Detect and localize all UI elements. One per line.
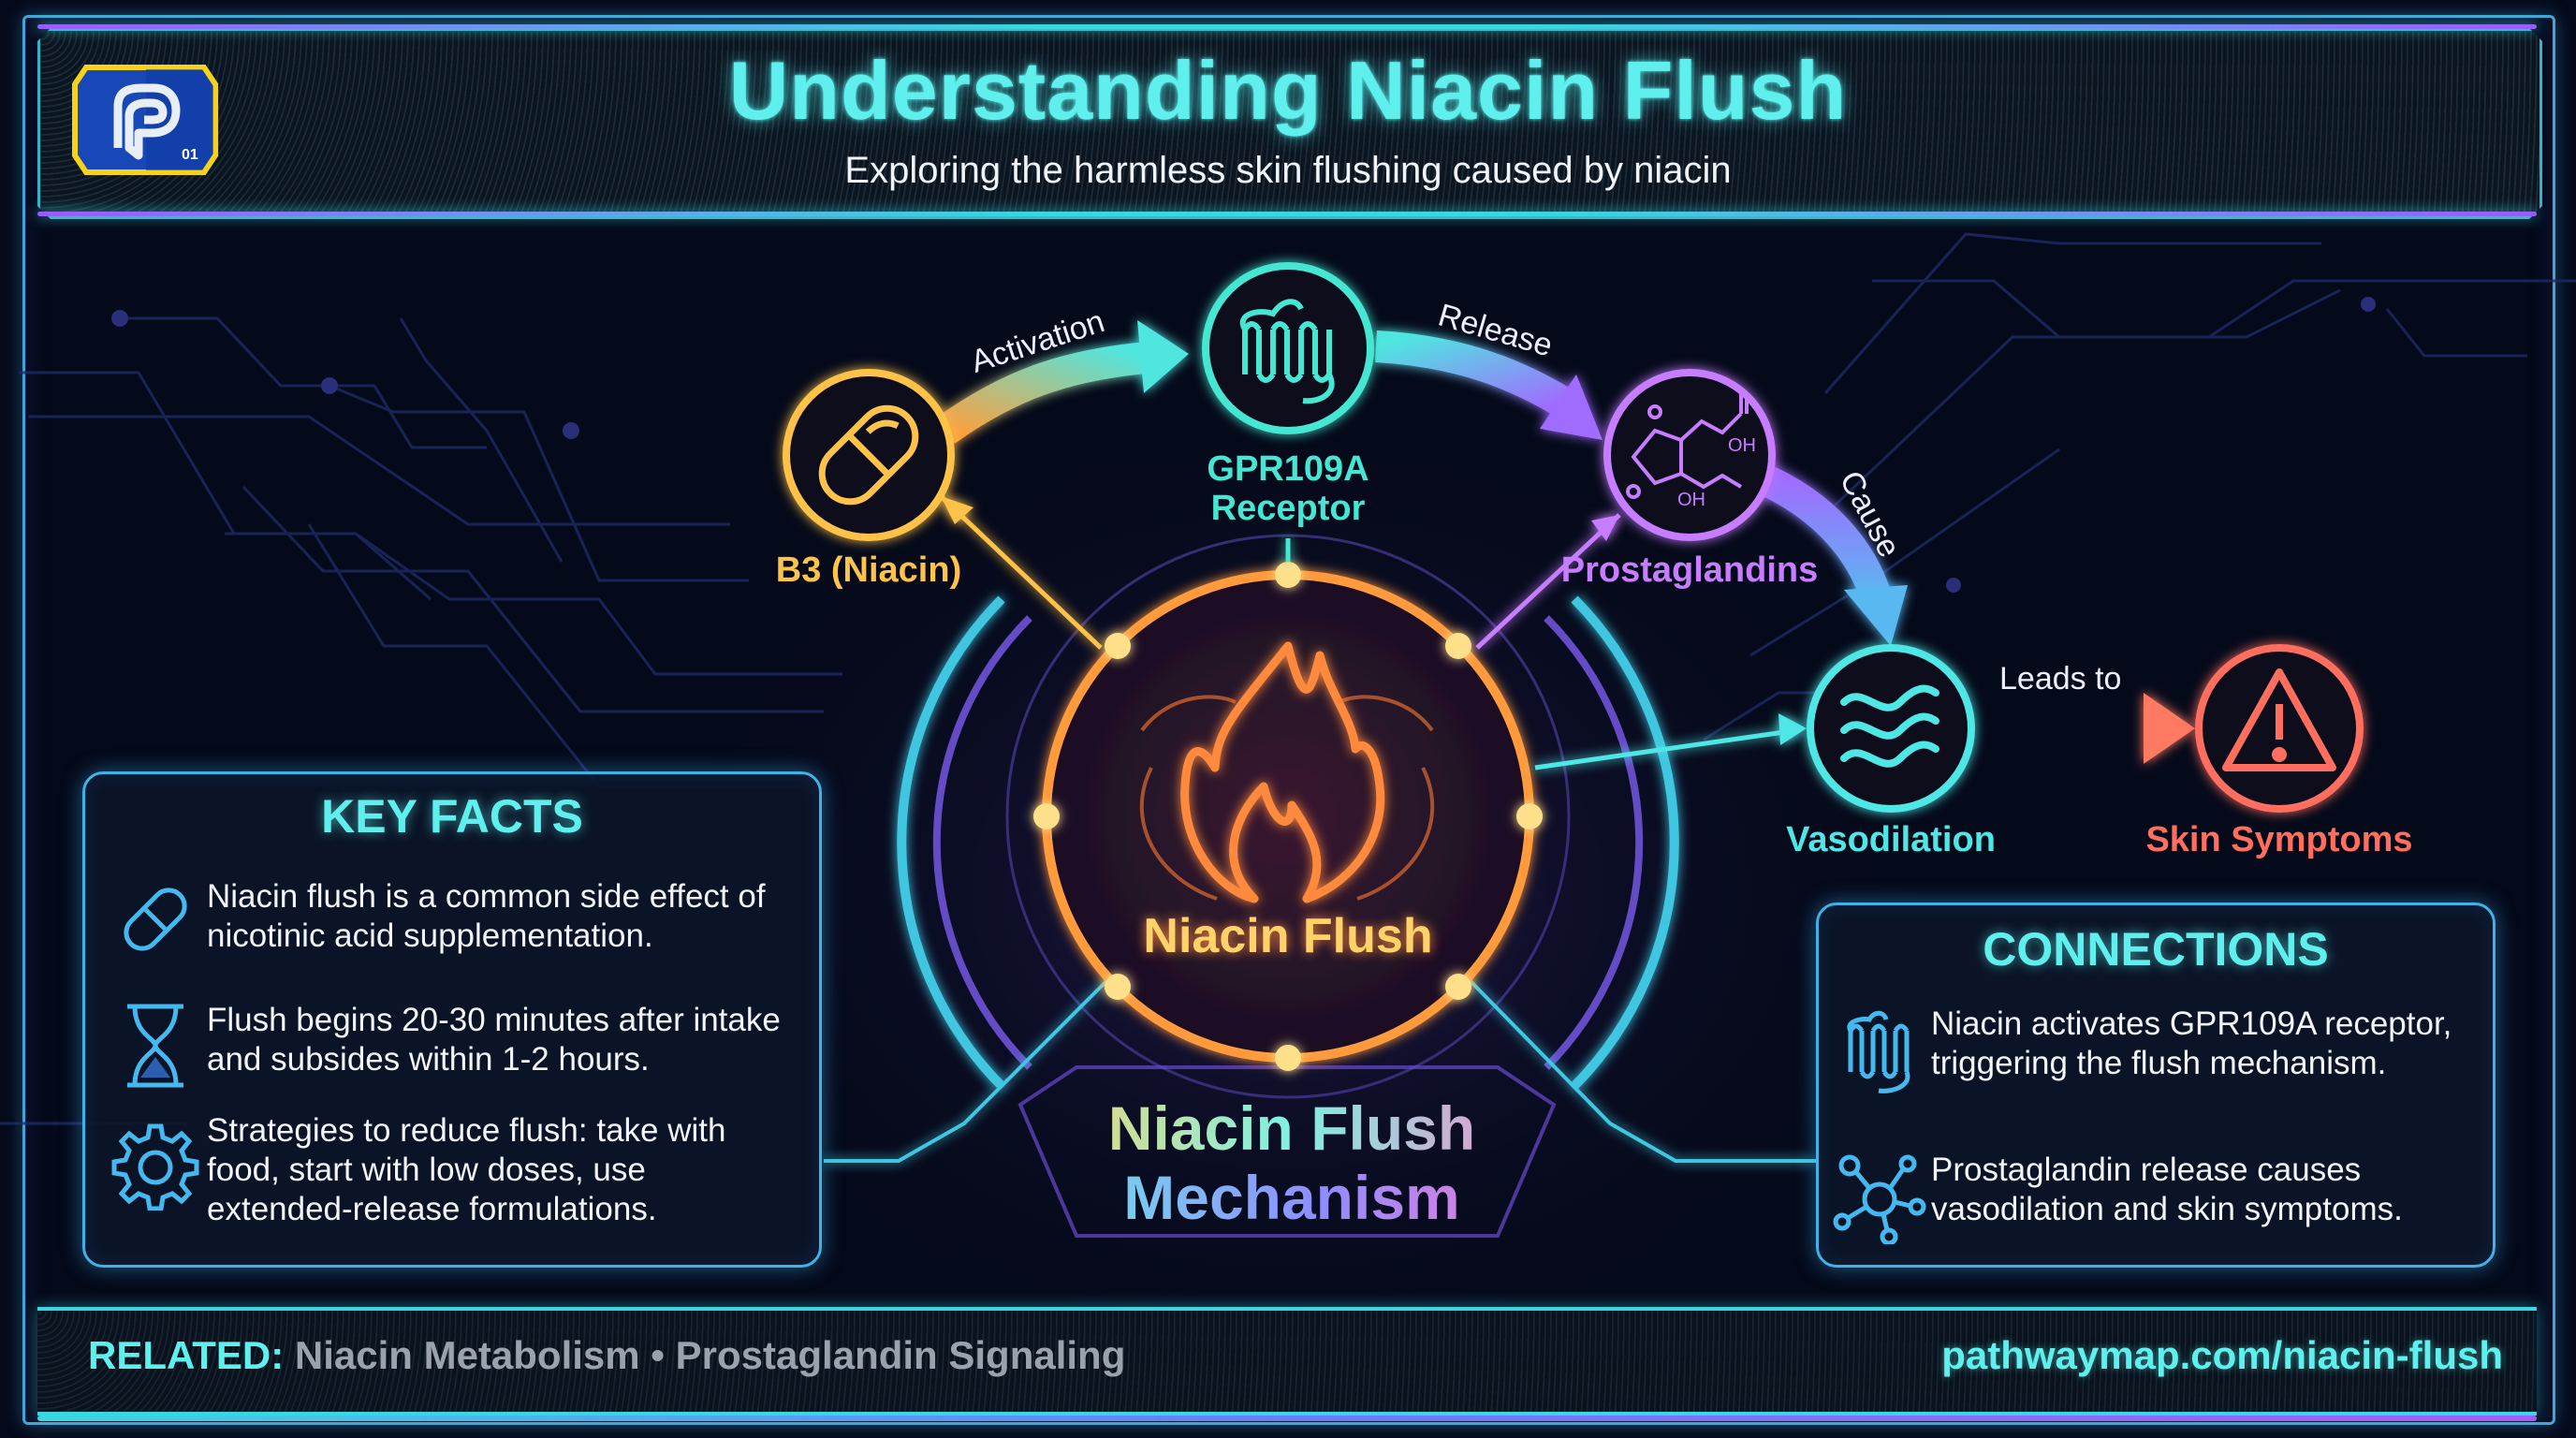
node-label-gpr109a[interactable]: GPR109A Receptor (1194, 449, 1382, 528)
node-label-gpr109a-line1: GPR109A (1207, 449, 1369, 489)
svg-text:OH: OH (1677, 490, 1705, 510)
node-label-vasodilation[interactable]: Vasodilation (1786, 820, 1996, 859)
pill-icon (124, 888, 187, 951)
header-border-bottom (37, 212, 2537, 216)
footer-url-link[interactable]: pathwaymap.com/niacin-flush (1941, 1333, 2503, 1377)
hub-caption-line1: Niacin Flush (1011, 1093, 1573, 1163)
hub-label[interactable]: Niacin Flush (1143, 909, 1433, 963)
page-title: Understanding Niacin Flush (728, 44, 1848, 137)
connections-panel: CONNECTIONS Niacin activates GPR109A rec… (1816, 902, 2496, 1268)
connection-item: Prostaglandin release causes vasodilatio… (1828, 1151, 2474, 1244)
pathwaymap-logo-icon[interactable]: 01 (71, 62, 219, 178)
key-fact-item: Strategies to reduce flush: take with fo… (104, 1111, 797, 1229)
waves-icon (1840, 684, 1939, 768)
key-facts-title: KEY FACTS (321, 790, 583, 843)
related-value[interactable]: Niacin Metabolism • Prostaglandin Signal… (294, 1333, 1126, 1377)
key-facts-panel: KEY FACTS Niacin flush is a common side … (82, 771, 822, 1268)
receptor-icon (1239, 299, 1335, 404)
hub-caption: Niacin Flush Mechanism (1011, 1093, 1573, 1232)
related-links: RELATED: Niacin Metabolism • Prostagland… (88, 1333, 1125, 1378)
gear-icon (111, 1123, 199, 1211)
svg-text:01: 01 (182, 147, 198, 163)
key-fact-item: Flush begins 20-30 minutes after intake … (104, 1001, 797, 1091)
key-fact-text: Niacin flush is a common side effect of … (207, 878, 766, 954)
node-label-b3[interactable]: B3 (Niacin) (775, 550, 962, 590)
molecule-structure-icon (1626, 393, 1749, 499)
pill-icon (818, 404, 919, 506)
page-subtitle: Exploring the harmless skin flushing cau… (844, 150, 1732, 191)
footer-bar (37, 1307, 2537, 1416)
node-label-prostaglandins[interactable]: Prostaglandins (1560, 550, 1819, 590)
edge-label-leads-to: Leads to (1999, 661, 2122, 697)
footer-border (37, 1416, 2537, 1421)
receptor-icon (1847, 1010, 1910, 1093)
node-label-gpr109a-line2: Receptor (1210, 489, 1366, 528)
header-panel (37, 28, 2542, 219)
hourglass-icon (127, 1004, 183, 1088)
hub-caption-line2: Mechanism (1011, 1163, 1573, 1232)
warning-icon (2222, 668, 2336, 771)
connections-title: CONNECTIONS (1983, 923, 2329, 976)
connection-item: Niacin activates GPR109A receptor, trigg… (1828, 1005, 2474, 1098)
flame-icon (1180, 641, 1385, 903)
key-fact-item: Niacin flush is a common side effect of … (104, 877, 797, 961)
connection-text: Prostaglandin release causes vasodilatio… (1931, 1152, 2403, 1227)
svg-text:OH: OH (1728, 435, 1756, 456)
network-icon (1833, 1154, 1926, 1244)
key-fact-text: Strategies to reduce flush: take with fo… (207, 1112, 726, 1227)
related-label: RELATED: (88, 1333, 285, 1377)
node-label-skin-symptoms[interactable]: Skin Symptoms (2145, 820, 2413, 859)
header-border-top (37, 24, 2537, 29)
connection-text: Niacin activates GPR109A receptor, trigg… (1931, 1005, 2452, 1081)
outer-frame (22, 15, 2555, 1425)
key-fact-text: Flush begins 20-30 minutes after intake … (207, 1002, 781, 1078)
